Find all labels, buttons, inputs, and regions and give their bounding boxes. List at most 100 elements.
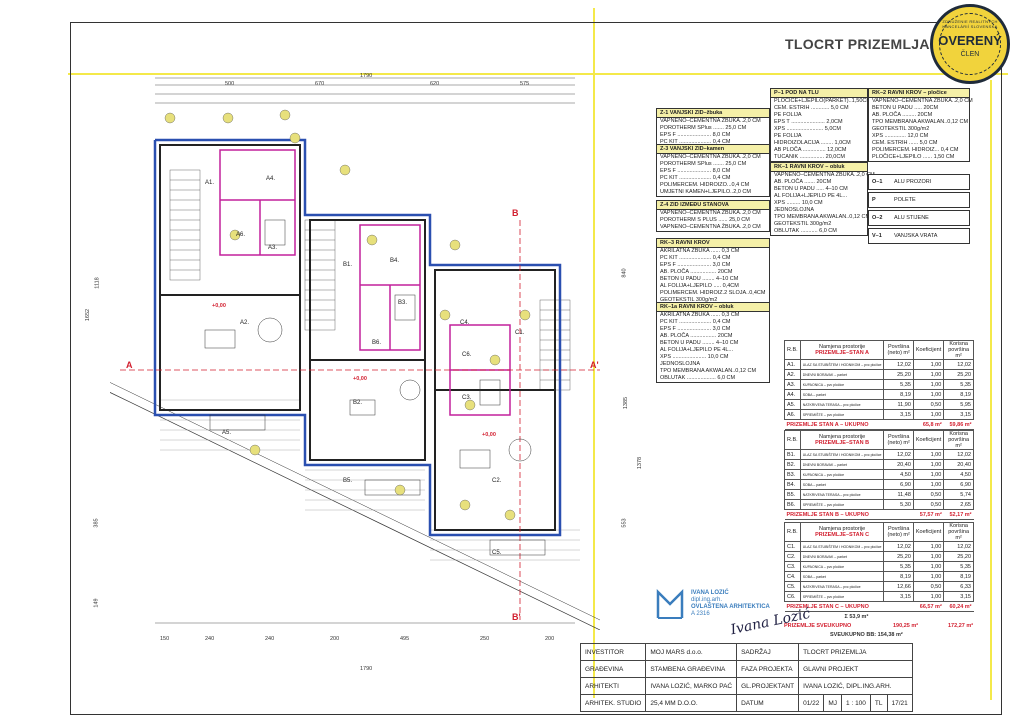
table-cell: C3. — [784, 561, 801, 572]
table-cell: SPREMIŠTE – pvc pločice — [799, 499, 885, 510]
legend-line: HIDROIZOLACIJA ........ 1,0CM — [774, 140, 851, 146]
table-cell: 5,35 — [943, 379, 974, 390]
legend-line: GEOTEKSTIL 300g/m2 — [774, 221, 832, 227]
legend-line: PC KIT ..................... 0,4 CM — [660, 139, 731, 145]
legend-line: VAPNENO–CEMENTNA ŽBUKA..2,0 CM — [660, 210, 761, 216]
legend-line: AL FOLIJA+LJEPILO ..... 0,4CM — [660, 283, 739, 289]
table-cell: 20,40 — [883, 459, 914, 470]
title-block-cell: ARHITEKTI — [579, 677, 647, 695]
th-coef: Koeficijent — [912, 340, 945, 360]
legend-line: XPS ...................... 10,0 CM — [660, 354, 729, 360]
drawing-frame — [70, 22, 1002, 715]
legend-line: PC KIT ..................... 0,4 CM — [660, 175, 731, 181]
table-cell: 5,35 — [883, 561, 914, 572]
th-rb: R.B. — [784, 522, 801, 542]
section-mark-a-prime: A' — [590, 360, 599, 370]
legend-title: RAVNI KROV — [675, 240, 710, 246]
table-cell: KUPAONICA – pvc pločice — [799, 561, 885, 572]
legend-line: OBLUTAK ........... 6,0 CM — [774, 228, 837, 234]
legend-opening-text: VANJSKA VRATA — [894, 233, 938, 239]
grand-total-extra: SVEUKUPNO BB: 154,38 m² — [830, 632, 903, 638]
legend-line: VAPNENO–CEMENTNA ŽBUKA..2,0 CM — [872, 98, 973, 104]
legend-line: POLIMERCEM. HIDROIZ... 0,4 CM — [872, 147, 959, 153]
legend-line: PE FOLIJA — [774, 112, 802, 118]
legend-line: BETON U PADU ........ 4–10 CM — [660, 340, 739, 346]
table-cell: NATKRIVENA TERASA – pvc pločice — [799, 399, 885, 410]
legend-code: RK–1a — [660, 304, 678, 310]
dim-top-seg-1: 500 — [225, 81, 235, 87]
table-cell: 12,02 — [943, 541, 974, 552]
room-c5: C5. — [492, 550, 502, 556]
legend-title: POD NA TLU — [785, 90, 819, 96]
legend-code: P–1 — [774, 90, 784, 96]
legend-line: BETON U PADU ..... 20CM — [872, 105, 939, 111]
th-name-text: Namjena prostorije — [819, 526, 866, 532]
subtotal-usable: 59,86 m² — [943, 419, 974, 430]
architect-degree: dipl.ing.arh. — [691, 597, 723, 603]
legend-line: TPO MEMBRANA AKWALAN..0,12 CM — [660, 368, 757, 374]
table-cell: 5,35 — [883, 379, 914, 390]
room-c4: C4. — [460, 320, 470, 326]
table-cell: 5,30 — [883, 499, 914, 510]
table-row: B1.ULAZ SA STUBIŠTEM I HODNIKOM – pvc pl… — [784, 449, 974, 460]
th-area: Površina (neto) m² — [883, 340, 914, 360]
table-cell: SOBA – parket — [799, 479, 885, 490]
legend-opening-text: POLETE — [894, 197, 916, 203]
legend-line: PC KIT ..................... 0,4 CM — [660, 319, 731, 325]
table-cell: 1,00 — [912, 561, 945, 572]
legend-line: AB. PLOČA ................. 20CM — [660, 269, 733, 275]
legend-line: VAPNENO–CEMENTNA ŽBUKA..2,0 CM — [774, 172, 875, 178]
furniture — [204, 219, 546, 556]
dim-overall-bottom: 1790 — [360, 666, 373, 672]
legend-line: PC KIT ..................... 0,4 CM — [660, 255, 731, 261]
title-block-cell: TLOCRT PRIZEMLJA — [798, 643, 913, 661]
table-cell: 1,00 — [912, 479, 945, 490]
legend-line: XPS .............. 12,0 CM — [872, 133, 929, 139]
dim-right-seg-2: 840 — [621, 268, 628, 278]
room-b4: B4. — [390, 258, 400, 264]
table-cell: ULAZ SA STUBIŠTEM I HODNIKOM – pvc ploči… — [799, 359, 885, 370]
table-cell: 6,33 — [943, 581, 974, 592]
dim-right-seg-1: 1385 — [623, 396, 630, 410]
level-mark-a: +0,00 — [212, 303, 226, 309]
table-cell: DNEVNI BORAVAK – parket — [799, 551, 885, 562]
table-cell: 0,50 — [912, 489, 945, 500]
table-cell: 8,19 — [943, 389, 974, 400]
legend-line: TUCANIK ................ 20,0CM — [774, 154, 845, 160]
table-cell: 12,02 — [883, 449, 914, 460]
legend-line: PE FOLIJA — [774, 133, 802, 139]
title-block-cell: MOJ MARS d.o.o. — [645, 643, 738, 661]
dim-right-total: 1378 — [637, 456, 644, 470]
room-b2: B2. — [353, 400, 363, 406]
legend-line: XPS ......... 10,0 CM — [774, 200, 823, 206]
title-block-cell: INVESTITOR — [579, 643, 647, 661]
legend-line: CEM. ESTRIH ............ 5,0 CM — [774, 105, 849, 111]
room-a5: A5. — [222, 430, 232, 436]
legend-code: RK–1 — [774, 164, 789, 170]
th-area: Površina (neto) m² — [883, 430, 914, 450]
room-a2: A2. — [240, 320, 250, 326]
dim-top-seg-3: 620 — [430, 81, 440, 87]
subtotal-usable: 52,17 m² — [943, 509, 974, 520]
table-cell: 12,02 — [883, 359, 914, 370]
title-block-value: 25,4 MM D.O.O. — [645, 694, 738, 712]
legend-title: RAVNI KROV – pločice — [887, 90, 947, 96]
legend-line: TPO MEMBRANA AKWALAN..0,12 CM — [774, 214, 871, 220]
subtotal-label: PRIZEMLJE STAN B – UKUPNO — [784, 509, 914, 520]
